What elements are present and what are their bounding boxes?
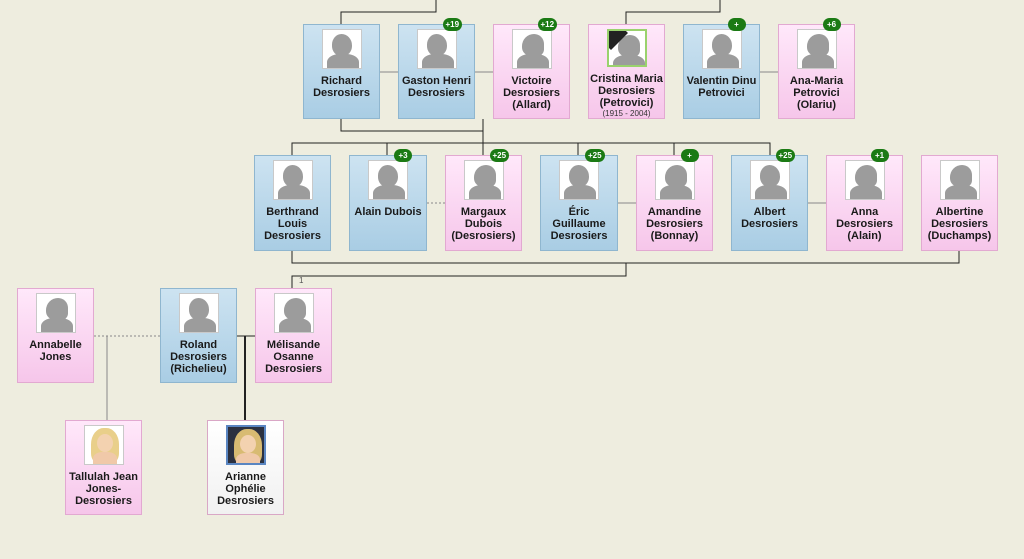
silhouette-icon: [273, 293, 314, 333]
person-card-anamaria[interactable]: Ana-Maria Petrovici (Olariu) +6: [778, 18, 855, 119]
person-name: Cristina Maria Desrosiers (Petrovici): [590, 73, 663, 109]
silhouette-icon: [749, 160, 790, 200]
portrait-photo: [83, 425, 124, 465]
person-card-albertine[interactable]: Albertine Desrosiers (Duchamps): [921, 155, 998, 251]
person-name: Margaux Dubois (Desrosiers): [451, 206, 516, 242]
expand-relatives-badge[interactable]: +25: [585, 149, 605, 162]
silhouette-icon: [844, 160, 885, 200]
expand-relatives-badge[interactable]: +3: [394, 149, 412, 162]
person-card-valentin[interactable]: Valentin Dinu Petrovici +: [683, 18, 760, 119]
person-name: Albertine Desrosiers (Duchamps): [927, 206, 992, 242]
person-name: Valentin Dinu Petrovici: [686, 75, 757, 99]
silhouette-icon: [606, 29, 647, 67]
person-card-gaston[interactable]: Gaston Henri Desrosiers +19: [398, 18, 475, 119]
expand-relatives-badge[interactable]: +6: [822, 18, 841, 31]
expand-relatives-badge[interactable]: +25: [775, 149, 796, 162]
person-card-alain[interactable]: Alain Dubois +3: [349, 149, 427, 251]
person-name: Amandine Desrosiers (Bonnay): [646, 206, 703, 242]
person-card-tallulah[interactable]: Tallulah Jean Jones- Desrosiers: [65, 420, 142, 515]
person-card-anna[interactable]: Anna Desrosiers (Alain) +1: [826, 149, 903, 251]
person-name: Richard Desrosiers: [313, 75, 370, 99]
person-card-arianne[interactable]: Arianne Ophélie Desrosiers: [207, 420, 284, 515]
person-name: Victoire Desrosiers (Allard): [503, 75, 560, 111]
person-card-berthrand[interactable]: Berthrand Louis Desrosiers: [254, 155, 331, 251]
person-name: Annabelle Jones: [29, 339, 82, 363]
person-dates: (1915 - 2004): [602, 109, 651, 118]
silhouette-icon: [511, 29, 552, 69]
silhouette-icon: [463, 160, 504, 200]
child-count-marker: 1: [299, 276, 304, 285]
person-name: Berthrand Louis Desrosiers: [264, 206, 321, 242]
expand-relatives-badge[interactable]: +25: [489, 149, 510, 162]
person-card-cristina[interactable]: Cristina Maria Desrosiers (Petrovici)(19…: [588, 24, 665, 119]
person-card-victoire[interactable]: Victoire Desrosiers (Allard) +12: [493, 18, 570, 119]
person-card-richard[interactable]: Richard Desrosiers: [303, 24, 380, 119]
person-name: Alain Dubois: [354, 206, 422, 218]
silhouette-icon: [272, 160, 313, 200]
person-card-amandine[interactable]: Amandine Desrosiers (Bonnay) +: [636, 149, 713, 251]
person-card-eric[interactable]: Éric Guillaume Desrosiers +25: [540, 149, 618, 251]
silhouette-icon: [416, 29, 457, 69]
expand-relatives-badge[interactable]: +: [727, 18, 746, 31]
silhouette-icon: [559, 160, 599, 200]
person-card-annabelle[interactable]: Annabelle Jones: [17, 288, 94, 383]
silhouette-icon: [321, 29, 362, 69]
silhouette-icon: [701, 29, 742, 69]
silhouette-icon: [35, 293, 76, 333]
silhouette-icon: [178, 293, 219, 333]
person-name: Mélisande Osanne Desrosiers: [265, 339, 322, 375]
person-card-margaux[interactable]: Margaux Dubois (Desrosiers) +25: [445, 149, 522, 251]
person-card-melisande[interactable]: Mélisande Osanne Desrosiers: [255, 288, 332, 383]
person-name: Roland Desrosiers (Richelieu): [170, 339, 227, 375]
person-card-roland[interactable]: Roland Desrosiers (Richelieu): [160, 288, 237, 383]
person-name: Tallulah Jean Jones- Desrosiers: [69, 471, 138, 507]
person-name: Arianne Ophélie Desrosiers: [217, 471, 274, 507]
expand-relatives-badge[interactable]: +1: [870, 149, 889, 162]
silhouette-icon: [654, 160, 695, 200]
expand-relatives-badge[interactable]: +19: [442, 18, 463, 31]
person-name: Gaston Henri Desrosiers: [401, 75, 472, 99]
person-name: Ana-Maria Petrovici (Olariu): [789, 75, 844, 111]
person-name: Anna Desrosiers (Alain): [836, 206, 893, 242]
person-card-albert[interactable]: Albert Desrosiers +25: [731, 149, 808, 251]
silhouette-icon: [368, 160, 408, 200]
person-name: Albert Desrosiers: [741, 206, 798, 230]
person-name: Éric Guillaume Desrosiers: [550, 206, 608, 242]
expand-relatives-badge[interactable]: +12: [537, 18, 558, 31]
portrait-photo: [225, 425, 266, 465]
silhouette-icon: [796, 29, 837, 69]
expand-relatives-badge[interactable]: +: [680, 149, 699, 162]
silhouette-icon: [939, 160, 980, 200]
